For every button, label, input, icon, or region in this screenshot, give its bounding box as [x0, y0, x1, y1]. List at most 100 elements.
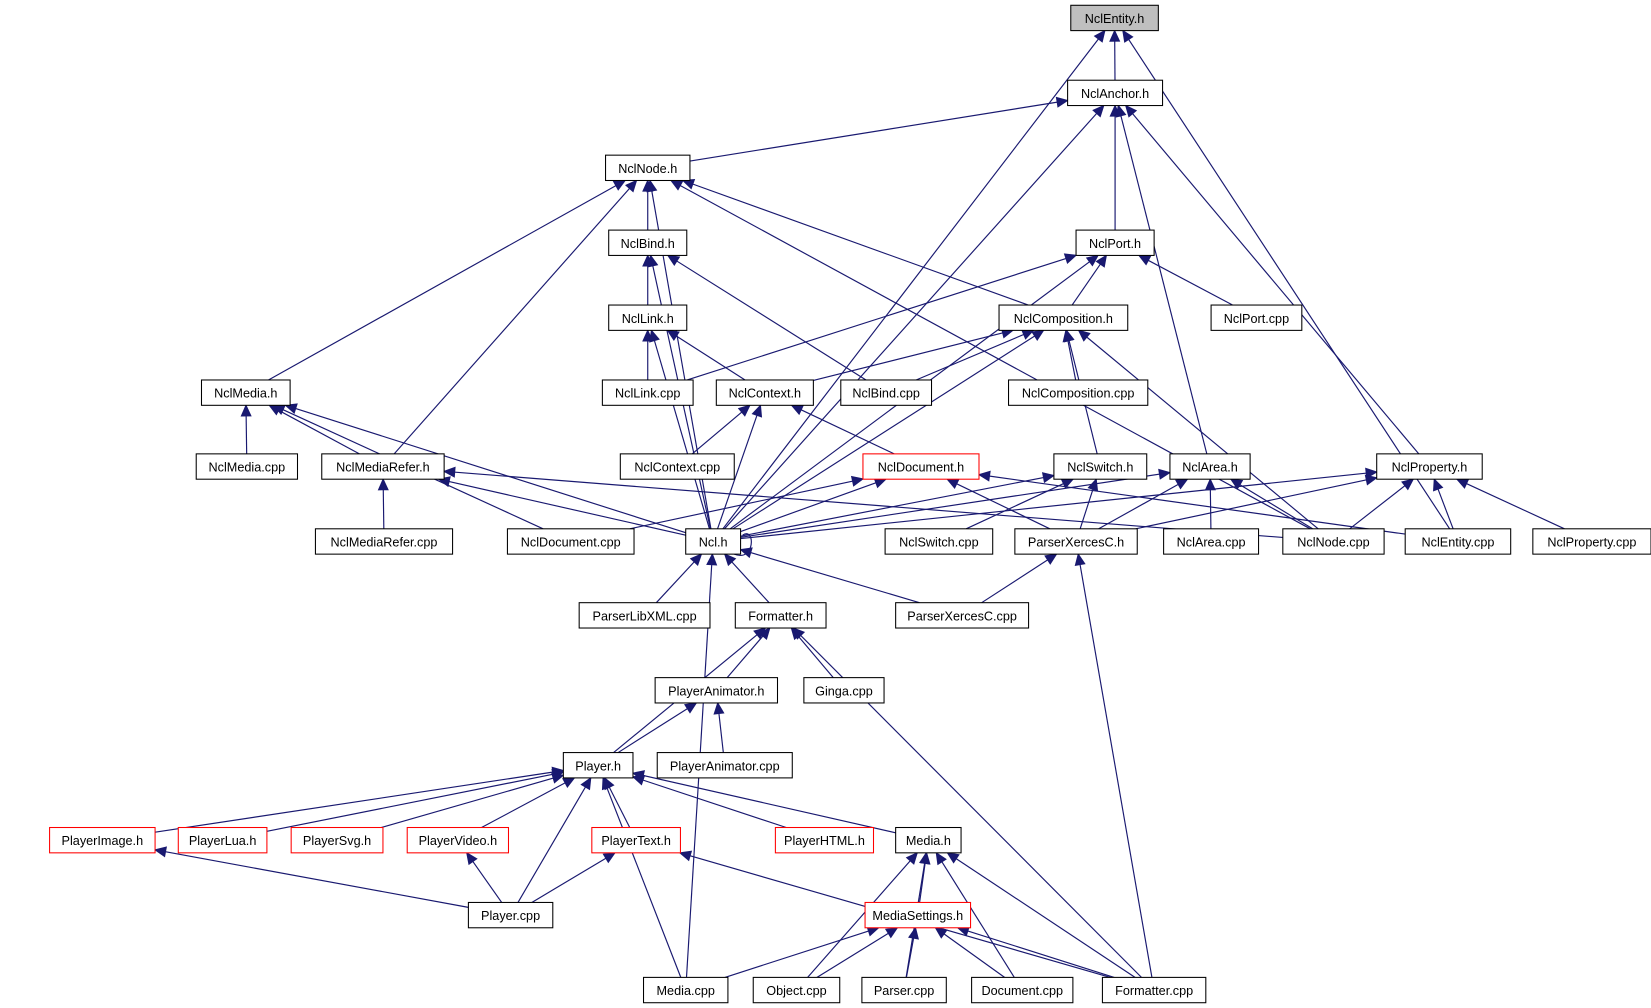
- node-label: ParserLibXML.cpp: [593, 609, 697, 623]
- node-nclentity-cpp[interactable]: NclEntity.cpp: [1404, 528, 1512, 555]
- node-box: [1053, 453, 1148, 480]
- arrowhead-icon: [666, 329, 680, 342]
- node-nclbind-cpp[interactable]: NclBind.cpp: [840, 379, 933, 406]
- node-label: NclNode.cpp: [1297, 536, 1369, 550]
- edge-nclentity-cpp-to-nclentity-h: [1122, 29, 1451, 530]
- node-nclmedia-cpp[interactable]: NclMedia.cpp: [195, 453, 299, 480]
- node-box: [321, 453, 445, 480]
- node-ncldocument-h[interactable]: NclDocument.h: [862, 453, 980, 480]
- node-label: NclSwitch.h: [1067, 461, 1133, 475]
- node-label: NclAnchor.h: [1081, 87, 1149, 101]
- node-player-cpp[interactable]: Player.cpp: [467, 901, 554, 929]
- node-nclport-h[interactable]: NclPort.h: [1075, 229, 1155, 256]
- edge-line: [689, 99, 1068, 162]
- arrowhead-icon: [1063, 329, 1075, 343]
- node-nclanchor-h[interactable]: NclAnchor.h: [1067, 79, 1164, 107]
- node-box: [840, 379, 933, 406]
- node-playeranimator-h[interactable]: PlayerAnimator.h: [654, 677, 779, 704]
- node-nclarea-cpp[interactable]: NclArea.cpp: [1163, 528, 1260, 555]
- node-box: [49, 826, 156, 854]
- node-playertext-h[interactable]: PlayerText.h: [591, 826, 681, 854]
- node-nclcontext-h[interactable]: NclContext.h: [715, 379, 814, 406]
- edge-playeranimator-cpp-to-playeranimator-h: [713, 701, 725, 753]
- edge-line: [266, 771, 564, 832]
- node-box: [1067, 79, 1164, 107]
- edge-line: [602, 777, 682, 978]
- node-nclmediarefer-h[interactable]: NclMediaRefer.h: [321, 453, 445, 480]
- node-nclcomposition-cpp[interactable]: NclComposition.cpp: [1008, 379, 1149, 406]
- node-media-cpp[interactable]: Media.cpp: [642, 976, 729, 1004]
- node-playersvg-h[interactable]: PlayerSvg.h: [290, 826, 384, 854]
- node-playerhtml-h[interactable]: PlayerHTML.h: [774, 826, 875, 854]
- node-nclbind-h[interactable]: NclBind.h: [608, 229, 688, 256]
- node-box: [562, 752, 634, 779]
- edge-nclmediarefer-h-to-nclmedia-h: [268, 404, 360, 455]
- arrowhead-icon: [551, 772, 565, 784]
- arrowhead-icon: [751, 404, 763, 418]
- edge-playerimage-h-to-player-h: [154, 766, 565, 833]
- node-playeranimator-cpp[interactable]: PlayerAnimator.cpp: [656, 752, 793, 779]
- arrowhead-icon: [1122, 29, 1134, 43]
- edge-line: [1230, 478, 1313, 530]
- node-nclmediarefer-cpp[interactable]: NclMediaRefer.cpp: [314, 528, 454, 555]
- edge-media-cpp-to-mediasettings-h: [724, 925, 880, 978]
- edge-nclcomposition-h-to-nclport-h: [1071, 254, 1108, 306]
- node-nclmedia-h[interactable]: NclMedia.h: [200, 379, 291, 406]
- node-box: [1014, 528, 1138, 555]
- arrowhead-icon: [1109, 29, 1121, 42]
- node-label: NclArea.cpp: [1177, 536, 1246, 550]
- node-box: [861, 976, 947, 1004]
- arrowhead-icon: [647, 254, 659, 268]
- node-formatter-cpp[interactable]: Formatter.cpp: [1101, 976, 1207, 1004]
- node-mediasettings-h[interactable]: MediaSettings.h: [864, 901, 972, 929]
- edge-nclswitch-cpp-to-nclswitch-h: [965, 478, 1075, 530]
- node-object-cpp[interactable]: Object.cpp: [752, 976, 841, 1004]
- node-ncl-h[interactable]: Ncl.h: [685, 528, 742, 555]
- node-nclcomposition-h[interactable]: NclComposition.h: [998, 304, 1129, 331]
- node-nclswitch-cpp[interactable]: NclSwitch.cpp: [884, 528, 994, 555]
- node-nclentity-h[interactable]: NclEntity.h: [1070, 4, 1159, 32]
- edge-line: [1098, 478, 1188, 530]
- node-nclnode-h[interactable]: NclNode.h: [605, 154, 691, 182]
- node-nclarea-h[interactable]: NclArea.h: [1169, 453, 1251, 480]
- node-ginga-cpp[interactable]: Ginga.cpp: [803, 677, 885, 704]
- edge-parserxercesc-h-to-nclarea-h: [1098, 478, 1189, 530]
- node-nclport-cpp[interactable]: NclPort.cpp: [1210, 304, 1303, 331]
- node-parserxercesc-h[interactable]: ParserXercesC.h: [1014, 528, 1138, 555]
- edge-formatter-cpp-to-mediasettings-h: [956, 925, 1115, 978]
- node-box: [656, 752, 793, 779]
- node-player-h[interactable]: Player.h: [562, 752, 634, 779]
- edge-media-h-to-player-h: [631, 770, 896, 834]
- node-label: NclBind.h: [621, 237, 675, 251]
- node-nclcontext-cpp[interactable]: NclContext.cpp: [619, 453, 735, 480]
- edge-nclproperty-h-to-nclanchor-h: [1124, 104, 1420, 455]
- edge-nclcontext-h-to-ncllink-h: [666, 329, 746, 381]
- node-nclnode-cpp[interactable]: NclNode.cpp: [1282, 528, 1385, 555]
- node-nclproperty-h[interactable]: NclProperty.h: [1376, 453, 1483, 480]
- arrowhead-icon: [1085, 254, 1100, 267]
- node-media-h[interactable]: Media.h: [895, 826, 962, 854]
- node-label: Object.cpp: [766, 984, 827, 998]
- edge-line: [740, 549, 920, 604]
- node-formatter-h[interactable]: Formatter.h: [734, 602, 827, 629]
- node-playerimage-h[interactable]: PlayerImage.h: [49, 826, 156, 854]
- node-document-cpp[interactable]: Document.cpp: [971, 976, 1074, 1004]
- node-playerlua-h[interactable]: PlayerLua.h: [177, 826, 268, 854]
- node-nclproperty-cpp[interactable]: NclProperty.cpp: [1532, 528, 1651, 555]
- node-nclswitch-h[interactable]: NclSwitch.h: [1053, 453, 1148, 480]
- node-parserlibxml-cpp[interactable]: ParserLibXML.cpp: [578, 602, 711, 629]
- node-box: [774, 826, 875, 854]
- arrowhead-icon: [723, 553, 737, 567]
- node-label: NclNode.h: [618, 162, 677, 176]
- node-label: Media.h: [906, 834, 951, 848]
- node-parser-cpp[interactable]: Parser.cpp: [861, 976, 947, 1004]
- node-ncldocument-cpp[interactable]: NclDocument.cpp: [506, 528, 635, 555]
- node-parserxercesc-cpp[interactable]: ParserXercesC.cpp: [895, 602, 1030, 629]
- node-ncllink-h[interactable]: NclLink.h: [608, 304, 688, 331]
- edge-line: [935, 927, 1005, 978]
- node-label: Ginga.cpp: [815, 684, 873, 698]
- edge-line: [978, 474, 1406, 535]
- arrowhead-icon: [753, 627, 767, 640]
- node-playervideo-h[interactable]: PlayerVideo.h: [406, 826, 510, 854]
- node-ncllink-cpp[interactable]: NclLink.cpp: [601, 379, 694, 406]
